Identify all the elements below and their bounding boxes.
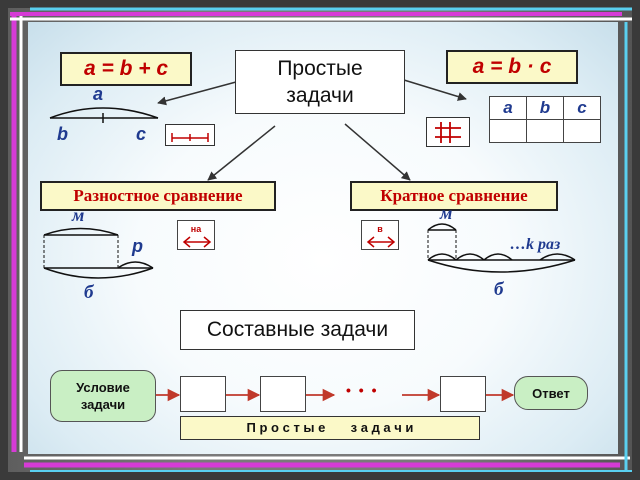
sum-label-c: c xyxy=(136,124,147,144)
mult-label-k: …k раз xyxy=(510,236,561,253)
sum-label-a: a xyxy=(93,84,104,104)
arrow-to-difference xyxy=(207,125,276,181)
sum-arc xyxy=(49,107,159,119)
mult-label-b: б xyxy=(494,279,504,300)
grid-icon xyxy=(435,122,461,143)
arrow-to-sum xyxy=(157,81,237,106)
product-table-header-row: a b c xyxy=(489,96,601,120)
arrow-to-product xyxy=(403,79,467,101)
chain-dots: • • • xyxy=(346,382,379,398)
mult-arc-m xyxy=(427,223,457,231)
product-table-cell xyxy=(489,119,527,143)
arrow-to-multiple xyxy=(344,123,411,181)
diff-label-p: р xyxy=(132,236,143,256)
chain-box-1 xyxy=(180,376,226,412)
condition-pill: Условие задачи xyxy=(50,370,156,422)
chain-box-2 xyxy=(260,376,306,412)
grid-icon-box xyxy=(426,117,470,147)
chain-box-3 xyxy=(440,376,486,412)
product-table-header-b: b xyxy=(526,96,564,120)
segment-icon xyxy=(171,133,209,142)
product-table-cell xyxy=(526,119,564,143)
product-table-empty-row xyxy=(489,119,601,143)
simple-tasks-bar: П р о с т ы е з а д а ч и xyxy=(180,416,480,440)
difference-hint: на xyxy=(190,224,202,234)
multiple-hint-box: в xyxy=(361,220,399,250)
difference-hint-box: на xyxy=(177,220,215,250)
simple-tasks-title-line1: Простые xyxy=(277,57,363,80)
mult-arc-1 xyxy=(427,253,457,261)
simple-tasks-title: Простые задачи xyxy=(235,50,405,114)
composite-tasks-title: Составные задачи xyxy=(180,310,415,350)
multiple-comparison-title: Кратное сравнение xyxy=(350,181,558,211)
double-arrow-icon xyxy=(182,236,212,248)
mult-arc-b xyxy=(427,259,576,273)
product-table-header-c: c xyxy=(563,96,601,120)
double-arrow-icon xyxy=(366,236,396,248)
product-table-cell xyxy=(563,119,601,143)
diff-arc-m xyxy=(43,227,119,236)
diff-arc-b xyxy=(43,267,154,279)
simple-tasks-title-line2: задачи xyxy=(286,84,354,107)
sum-label-b: b xyxy=(57,124,68,144)
product-table-header-a: a xyxy=(489,96,527,120)
sum-formula: a = b + c xyxy=(60,52,192,86)
answer-pill: Ответ xyxy=(514,376,588,410)
difference-comparison-title: Разностное сравнение xyxy=(40,181,276,211)
mult-arc-4 xyxy=(539,253,576,261)
diff-arc-p xyxy=(117,261,154,269)
mult-arc-2 xyxy=(455,253,485,261)
product-formula: a = b · c xyxy=(446,50,578,84)
segment-icon-box xyxy=(165,124,215,146)
diff-label-m: м xyxy=(72,205,85,225)
multiple-hint: в xyxy=(377,224,383,234)
product-table: a b c xyxy=(489,96,601,143)
diff-label-b: б xyxy=(84,282,94,303)
mult-arc-3 xyxy=(483,253,513,261)
mult-label-m: м xyxy=(440,203,453,223)
